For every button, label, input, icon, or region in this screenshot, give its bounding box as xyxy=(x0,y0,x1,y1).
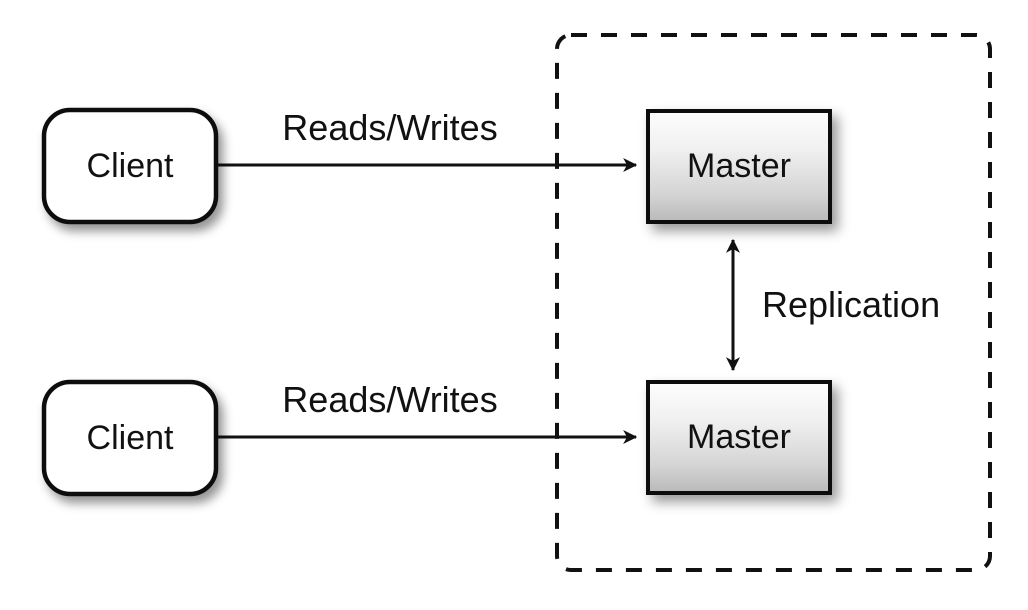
edge-label-reads-writes-bottom: Reads/Writes xyxy=(282,379,497,420)
client-bottom-label: Client xyxy=(87,419,174,457)
master-bottom-label: Master xyxy=(687,418,791,456)
node-client-top[interactable]: Client xyxy=(41,107,219,225)
edge-label-replication: Replication xyxy=(762,284,940,325)
edge-label-reads-writes-top: Reads/Writes xyxy=(282,107,497,148)
client-top-label: Client xyxy=(87,147,174,185)
master-top-box[interactable] xyxy=(646,109,832,224)
node-master-top[interactable]: Master xyxy=(646,109,832,224)
client-top-box[interactable] xyxy=(41,107,219,225)
master-top-label: Master xyxy=(687,147,791,185)
master-bottom-box[interactable] xyxy=(646,380,832,495)
client-bottom-box[interactable] xyxy=(41,379,219,497)
node-client-bottom[interactable]: Client xyxy=(41,379,219,497)
node-master-bottom[interactable]: Master xyxy=(646,380,832,495)
